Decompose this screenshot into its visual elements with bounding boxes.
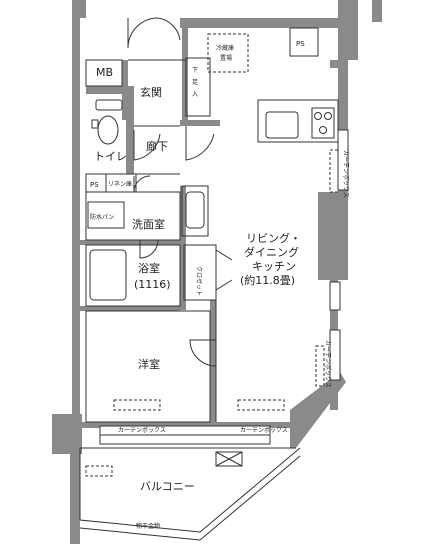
curtain-boxes (85, 149, 339, 477)
ps-top-label: PS (296, 40, 305, 48)
linen-label: リネン庫 (108, 180, 132, 188)
shoe-box-label-1: 下 (192, 67, 198, 74)
balcony-label: バルコニー (140, 480, 195, 493)
partition-lines (79, 27, 339, 541)
bath-size-label: (1116) (134, 278, 171, 291)
closet-label: クロゼット (195, 266, 203, 296)
shoe-box-label-3: 入 (192, 91, 198, 98)
windows (99, 129, 349, 445)
western-room-label: 洋室 (138, 357, 160, 371)
doors (127, 17, 233, 367)
curtain-box-left-label: カーテンボックス (118, 426, 166, 434)
bath-name-label: 浴室 (138, 261, 160, 275)
toilet-fixture (91, 99, 123, 145)
fridge-label-2: 置場 (220, 54, 232, 62)
entrance-label: 玄関 (140, 85, 162, 99)
waterproof-pan-label: 防水パン (90, 213, 114, 221)
ldk-label-2: ダイニング (244, 245, 299, 259)
curtain-box-right-label: カーテンボックス (240, 426, 288, 434)
clothes-pole-label: 物干金物 (136, 522, 160, 530)
outdoor-unit (215, 451, 243, 467)
room-labels: MB 玄関 下 足 入 トイレ 廊下 PS PS リネン庫 防水パン 洗面室 浴… (90, 40, 350, 530)
shoe-box-label-2: 足 (192, 79, 198, 86)
mb-label: MB (96, 66, 113, 79)
ldk-label-3: キッチン (252, 260, 296, 273)
ldk-label-4: (約11.8畳) (240, 273, 295, 287)
toilet-label: トイレ (94, 150, 127, 163)
walls (52, 0, 382, 544)
fridge-label-1: 冷蔵庫 (216, 44, 234, 52)
fridge-space (207, 33, 249, 73)
curtain-box-side1-label: カーテンボックス (342, 150, 350, 198)
washroom-label: 洗面室 (132, 217, 165, 231)
hallway-label: 廊下 (146, 139, 168, 153)
ps-left-label: PS (90, 181, 99, 189)
ldk-label-1: リビング・ (246, 231, 301, 245)
curtain-box-side2-label: カーテンボックス (324, 340, 332, 388)
